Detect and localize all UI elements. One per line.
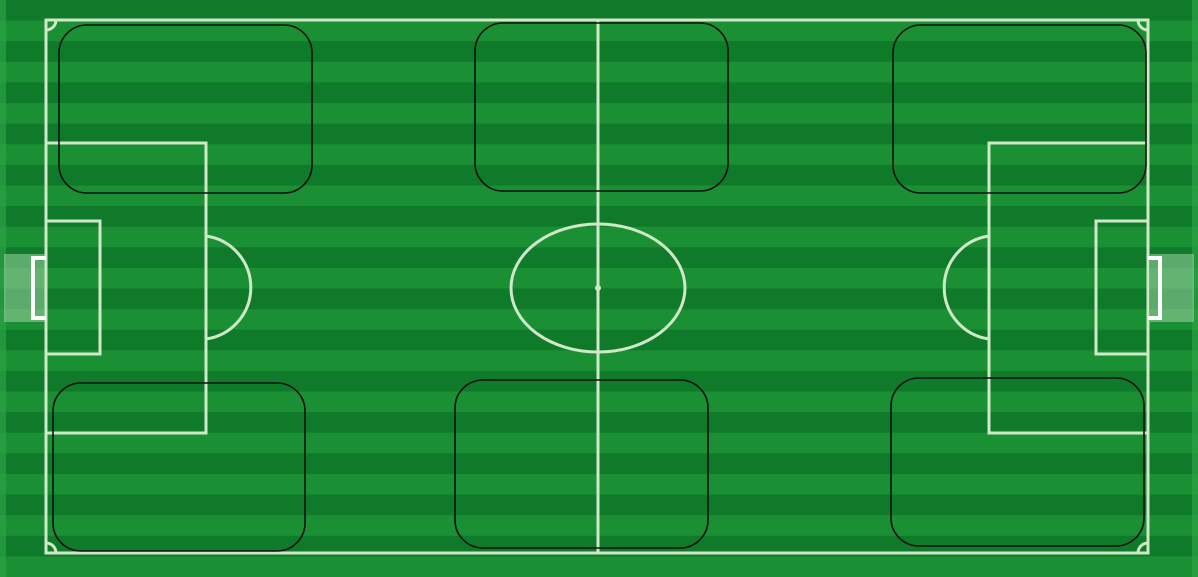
- left-goal-net: [4, 254, 46, 322]
- right-goal-net: [1150, 254, 1194, 322]
- grass-stripe: [0, 556, 1198, 577]
- grass-stripe: [0, 0, 1198, 21]
- center-spot: [597, 287, 600, 290]
